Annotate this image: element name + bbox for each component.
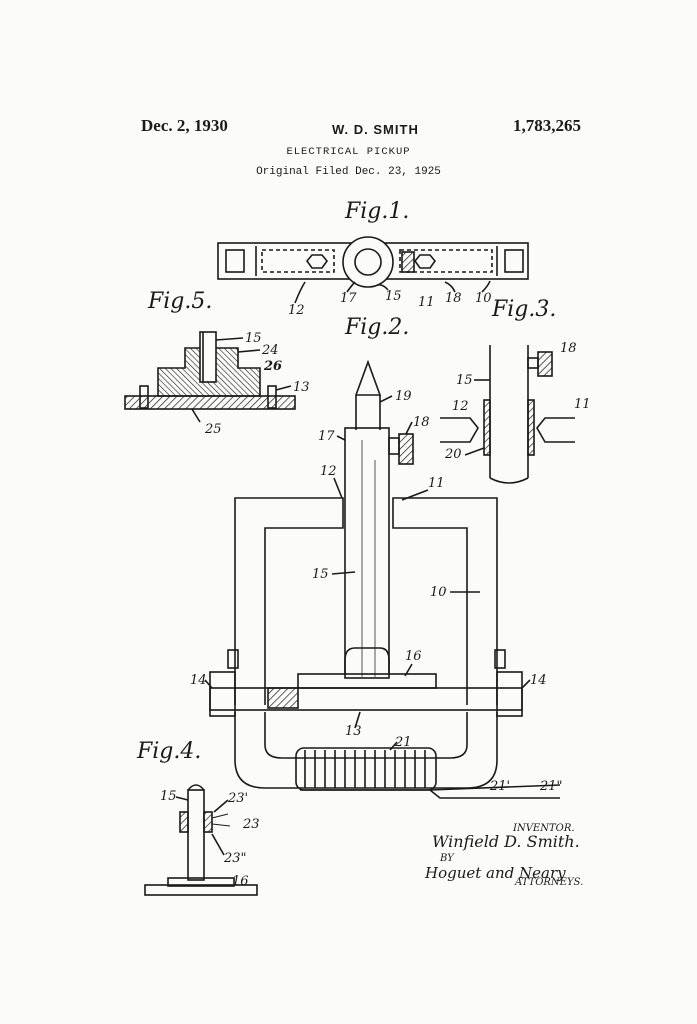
fig2-label-10: 10 (430, 585, 447, 600)
fig4-label-23-prime: 23' (227, 791, 248, 806)
figure-4: Fig.4. 15 23' 23 23" 16 (136, 739, 260, 896)
fig2-label-13: 13 (345, 724, 362, 739)
fig3-label-18: 18 (560, 341, 577, 356)
figure-5: Fig.5. 15 24 26 13 25 (124, 289, 310, 437)
fig4-label-16: 16 (232, 874, 249, 889)
by-caption: BY (440, 853, 454, 864)
fig5-label-13: 13 (293, 380, 310, 395)
figure-1: Fig.1. 12 17 15 11 18 10 (217, 199, 529, 318)
fig2-label-18: 18 (413, 415, 430, 430)
fig2-label-15: 15 (312, 567, 329, 582)
figure-3: Fig.3. 18 15 12 11 20 (440, 297, 591, 484)
fig2-label-21-double-prime: 21" (539, 779, 563, 794)
inventor-signature: Winfield D. Smith. (432, 832, 580, 851)
attorneys-signature: Hoguet and Neary (425, 864, 566, 882)
fig1-label-18: 18 (445, 291, 462, 306)
fig4-label-23-double-prime: 23" (223, 851, 247, 866)
fig2-label-21: 21 (394, 735, 412, 750)
attorneys-caption: ATTORNEYS. (515, 877, 584, 888)
fig5-title: Fig.5. (147, 289, 212, 314)
fig2-label-19: 19 (395, 389, 412, 404)
fig5-label-25: 25 (204, 422, 222, 437)
fig2-label-16: 16 (405, 649, 422, 664)
fig2-label-17: 17 (318, 429, 335, 444)
inventor-caption: INVENTOR. (513, 823, 575, 834)
fig5-label-15: 15 (245, 331, 262, 346)
fig3-label-20: 20 (444, 447, 462, 462)
fig2-label-14-left: 14 (190, 673, 207, 688)
fig5-label-26: 26 (263, 359, 282, 374)
patent-number: 1,783,265 (513, 116, 581, 135)
fig1-title: Fig.1. (344, 199, 409, 224)
patent-subtitle: ELECTRICAL PICKUP (286, 146, 411, 158)
fig2-title: Fig.2. (344, 315, 409, 340)
fig4-title: Fig.4. (136, 739, 201, 764)
fig2-label-14-right: 14 (530, 673, 547, 688)
fig3-label-11: 11 (574, 397, 591, 412)
fig1-label-10: 10 (475, 291, 492, 306)
fig5-label-24: 24 (261, 343, 279, 358)
fig1-label-11: 11 (418, 295, 435, 310)
fig3-title: Fig.3. (491, 297, 556, 322)
fig1-label-12: 12 (288, 303, 305, 318)
figure-2: Fig.2. 19 18 17 12 1 (190, 315, 563, 799)
fig4-label-23: 23 (242, 817, 260, 832)
fig2-label-21-prime: 21' (489, 779, 510, 794)
fig3-label-12: 12 (452, 399, 469, 414)
inventor-header: W. D. SMITH (332, 122, 419, 137)
fig2-label-12: 12 (320, 464, 337, 479)
filing-date: Original Filed Dec. 23, 1925 (256, 166, 441, 178)
fig3-label-15: 15 (456, 373, 473, 388)
fig1-label-17: 17 (340, 291, 357, 306)
fig2-label-11: 11 (428, 476, 445, 491)
patent-date: Dec. 2, 1930 (141, 116, 228, 135)
fig1-label-15: 15 (385, 289, 402, 304)
fig4-label-15: 15 (160, 789, 177, 804)
